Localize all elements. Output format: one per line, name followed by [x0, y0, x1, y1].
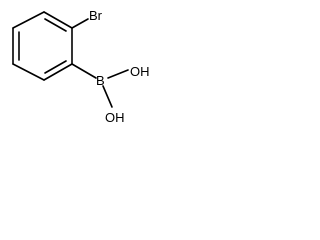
- hydroxyl-upper-label: OH: [130, 64, 150, 79]
- c-br-bond: [71, 18, 89, 29]
- ring-bond-upper-left: [12, 11, 45, 29]
- hydroxyl-lower-label: OH: [105, 110, 125, 125]
- ring-inner-double-bond-top: [44, 18, 67, 32]
- ring-bond-top: [43, 11, 73, 29]
- ring-bond-lower-right: [43, 63, 73, 81]
- ring-inner-double-bond-bottom: [44, 60, 67, 74]
- b-oh-lower-bond: [102, 85, 113, 108]
- bromine-label: Br: [89, 8, 103, 23]
- boron-label: B: [96, 73, 105, 88]
- benzene-ring: [12, 11, 73, 81]
- b-oh-upper-bond: [107, 69, 129, 79]
- ring-bond-bottom: [12, 63, 45, 81]
- structure-diagram: Br B OH OH: [12, 8, 150, 125]
- c-b-bond: [71, 63, 97, 79]
